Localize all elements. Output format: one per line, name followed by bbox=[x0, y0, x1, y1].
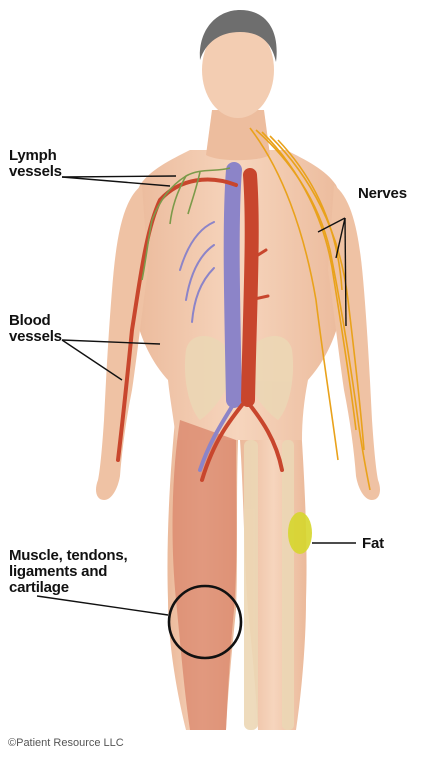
label-lymph-vessels: Lymph vessels bbox=[9, 148, 62, 180]
right-arm bbox=[328, 185, 380, 500]
copyright-credit: ©Patient Resource LLC bbox=[8, 737, 124, 749]
label-fat: Fat bbox=[362, 536, 384, 552]
fat-region bbox=[288, 512, 312, 554]
label-muscle-tendons: Muscle, tendons, ligaments and cartilage bbox=[9, 548, 128, 596]
label-nerves: Nerves bbox=[358, 186, 407, 202]
label-blood-vessels: Blood vessels bbox=[9, 313, 62, 345]
